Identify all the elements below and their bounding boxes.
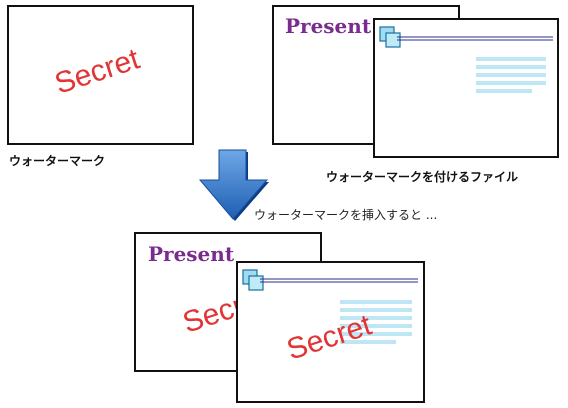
text-line	[340, 324, 412, 328]
insert-note: ウォーターマークを挿入すると ...	[254, 208, 438, 222]
text-line	[476, 89, 532, 93]
header-line	[397, 36, 553, 41]
text-line	[476, 57, 546, 61]
target-caption: ウォーターマークを付けるファイル	[326, 170, 519, 184]
text-line	[340, 300, 412, 304]
result-front-page: Secret	[236, 261, 425, 403]
text-lines	[340, 300, 412, 348]
text-line	[340, 340, 396, 344]
target-front-page	[373, 18, 559, 158]
result-present-title: Present	[148, 242, 235, 266]
result-overlay-secret-text: Secret	[282, 308, 376, 367]
text-line	[476, 73, 546, 77]
watermark-caption: ウォーターマーク	[9, 154, 106, 168]
text-lines	[476, 57, 546, 97]
text-line	[340, 308, 412, 312]
target-present-title: Present	[285, 14, 372, 38]
header-line	[260, 278, 418, 283]
text-line	[340, 332, 412, 336]
watermark-page: Secret	[7, 5, 194, 145]
down-arrow-icon	[198, 149, 269, 221]
watermark-secret-text: Secret	[50, 42, 144, 101]
text-line	[340, 316, 412, 320]
text-line	[476, 81, 546, 85]
document-window-icon	[242, 269, 264, 291]
text-line	[476, 65, 546, 69]
